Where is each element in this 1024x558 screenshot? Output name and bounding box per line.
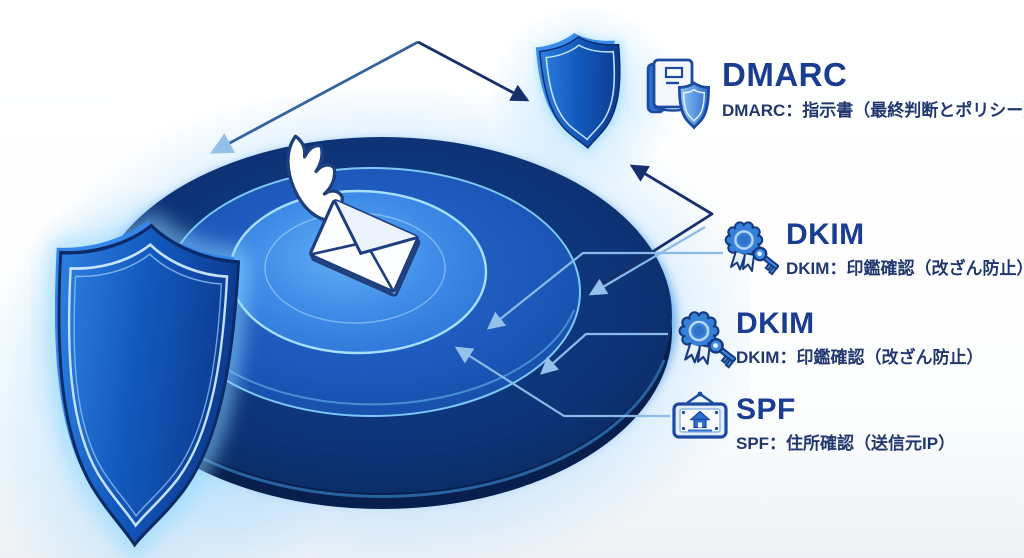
winged-envelope-icon: [273, 125, 421, 297]
label-dmarc: DMARC DMARC：指示書（最終判断とポリシー）: [722, 56, 1024, 121]
dkim-inner-description: DKIM：印鑑確認（改ざん防止）: [736, 347, 984, 367]
connector-dkim-outer: [486, 251, 723, 330]
flow-arrows: [210, 40, 723, 418]
label-dkim-outer: DKIM DKIM：印鑑確認（改ざん防止）: [786, 219, 1024, 279]
dkim-outer-title: DKIM: [786, 218, 865, 251]
arrow-dkim-outer-extra: [588, 226, 706, 296]
spf-title: SPF: [736, 393, 796, 426]
label-spf: SPF SPF：住所確認（送信元IP）: [736, 394, 955, 454]
connector-dkim-inner: [540, 332, 668, 375]
arrow-zigzag-to-shield: [596, 164, 714, 289]
book-shield-icon: [646, 58, 710, 129]
seal-key-icon: [724, 221, 783, 276]
envelope-body: [309, 199, 421, 297]
dmarc-description: DMARC：指示書（最終判断とポリシー）: [722, 100, 1024, 120]
seal-key-icon: [678, 311, 740, 369]
dkim-inner-title: DKIM: [736, 307, 815, 340]
arrow-top-left: [210, 40, 419, 154]
connector-spf: [454, 346, 670, 418]
label-dkim-inner: DKIM DKIM：印鑑確認（改ざん防止）: [736, 308, 983, 368]
dmarc-title: DMARC: [722, 56, 848, 93]
arrow-top-to-shield: [417, 40, 530, 102]
small-shield-icon: [534, 29, 628, 152]
house-plaque-icon: [672, 391, 728, 439]
dkim-outer-description: DKIM：印鑑確認（改ざん防止）: [786, 258, 1024, 278]
spf-description: SPF：住所確認（送信元IP）: [736, 433, 956, 453]
large-shield-icon: [42, 216, 241, 550]
